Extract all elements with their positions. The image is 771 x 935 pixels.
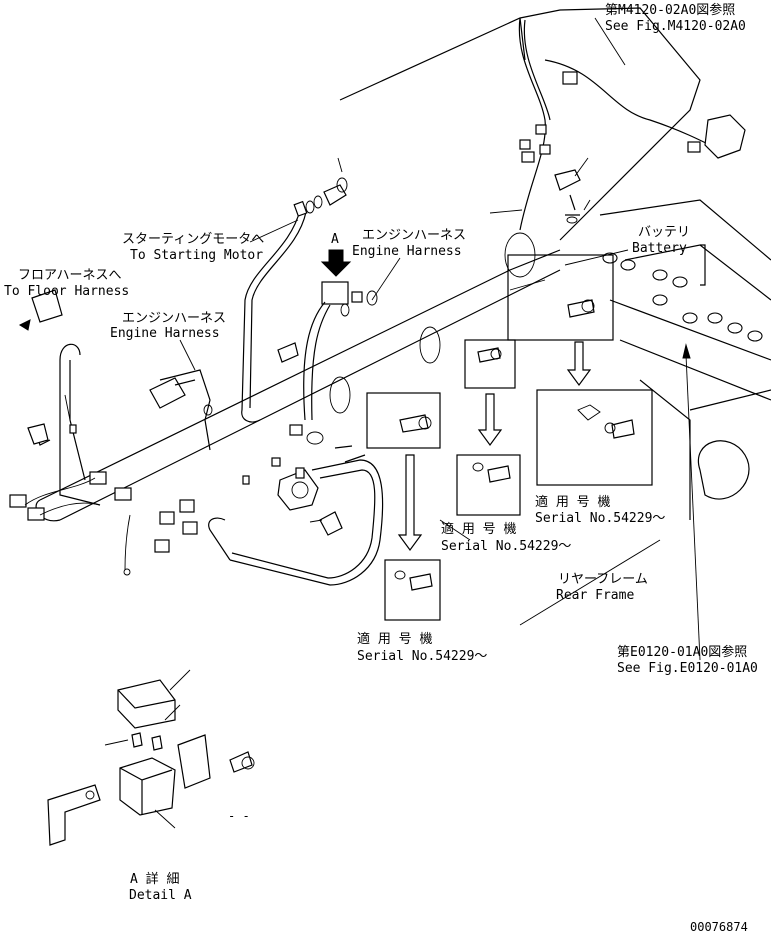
- drawing-number: 00076874: [690, 920, 748, 934]
- starting-motor-en: To Starting Motor: [130, 248, 263, 263]
- rear-frame-outline: [339, 7, 771, 520]
- serial-2-en: Serial No.54229～: [441, 539, 571, 554]
- detail-boxes: [366, 254, 653, 621]
- callout-a: A: [331, 232, 339, 247]
- serial-1-jp: 適 用 号 機: [535, 494, 610, 510]
- detail-a-jp: A 詳 細: [130, 871, 179, 887]
- serial-1-en: Serial No.54229～: [535, 511, 665, 526]
- serial-3-en: Serial No.54229～: [357, 649, 487, 664]
- labels: 第M4120-02A0図参照 See Fig.M4120-02A0 スターティン…: [4, 2, 758, 934]
- serial-3-jp: 適 用 号 機: [357, 631, 432, 647]
- battery-en: Battery: [632, 241, 687, 256]
- detail-a-drawing: [47, 679, 255, 846]
- left-connectors: [9, 289, 198, 576]
- ref-bottom-en: See Fig.E0120-01A0: [617, 661, 758, 676]
- serial-2-jp: 適 用 号 機: [441, 521, 516, 537]
- flow-arrows: [397, 341, 592, 552]
- rear-frame-en: Rear Frame: [556, 588, 634, 603]
- ref-bottom-jp: 第E0120-01A0図参照: [617, 644, 747, 660]
- floor-harness-en: To Floor Harness: [4, 284, 129, 299]
- battery-icon: [602, 244, 763, 342]
- ref-top-jp: 第M4120-02A0図参照: [605, 2, 735, 18]
- engine-harness-2-en: Engine Harness: [352, 244, 462, 259]
- battery-jp: バッテリ: [638, 225, 690, 240]
- starting-motor-jp: スターティングモータへ: [122, 232, 264, 247]
- dash-mark: - -: [228, 809, 250, 823]
- detail-a-en: Detail A: [129, 888, 192, 903]
- starting-motor-lead: [241, 157, 348, 423]
- engine-harness-1-en: Engine Harness: [110, 326, 220, 341]
- rear-frame-jp: リヤーフレーム: [558, 572, 648, 587]
- engine-harness-2-jp: エンジンハーネス: [362, 228, 466, 243]
- engine-harness-1-jp: エンジンハーネス: [122, 311, 226, 326]
- connector-a: [303, 249, 378, 421]
- top-sub-harness: [518, 17, 746, 231]
- floor-harness-jp: フロアハーネスへ: [18, 268, 121, 283]
- leader-lines: [169, 17, 701, 691]
- ref-top-en: See Fig.M4120-02A0: [605, 19, 746, 34]
- relay-cluster: [149, 342, 384, 586]
